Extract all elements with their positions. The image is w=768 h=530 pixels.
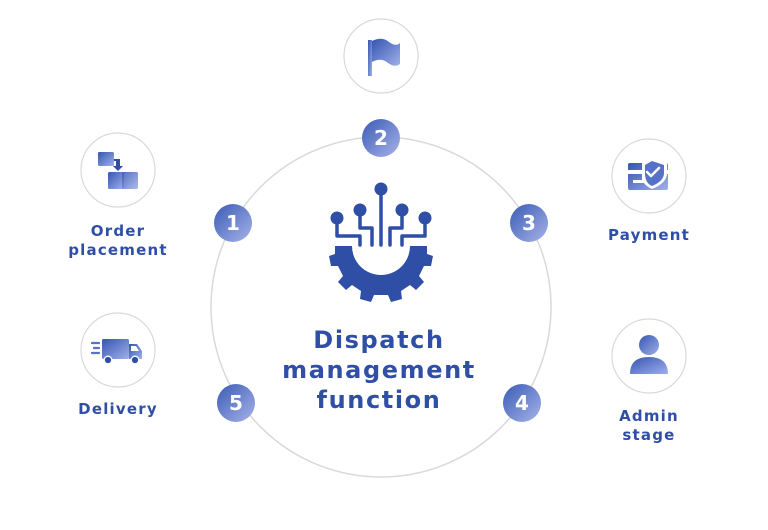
- gear-circuit-icon: [329, 182, 433, 302]
- step-4-icon-circle: [611, 318, 687, 394]
- delivery-truck-icon: [90, 339, 142, 365]
- step-4-number: 4: [515, 391, 529, 415]
- card-shield-icon: [628, 158, 668, 190]
- center-title: Dispatch management function: [282, 326, 476, 414]
- step-3-badge: 3: [510, 204, 548, 242]
- blocks-transfer-icon: [98, 152, 138, 189]
- step-2-number: 2: [374, 126, 388, 150]
- step-3-label: Payment: [607, 226, 691, 244]
- step-1-number: 1: [226, 211, 240, 235]
- user-icon: [630, 335, 668, 374]
- step-2-badge: 2: [362, 119, 400, 157]
- step-5-number: 5: [229, 391, 243, 415]
- flag-icon: [368, 38, 400, 76]
- step-1-badge: 1: [214, 204, 252, 242]
- step-5-label: Delivery: [78, 400, 158, 418]
- step-1-label: Order placement: [68, 222, 168, 259]
- step-3-number: 3: [522, 211, 536, 235]
- step-4-badge: 4: [503, 384, 541, 422]
- step-5-badge: 5: [217, 384, 255, 422]
- step-4-label: Admin stage: [619, 407, 679, 444]
